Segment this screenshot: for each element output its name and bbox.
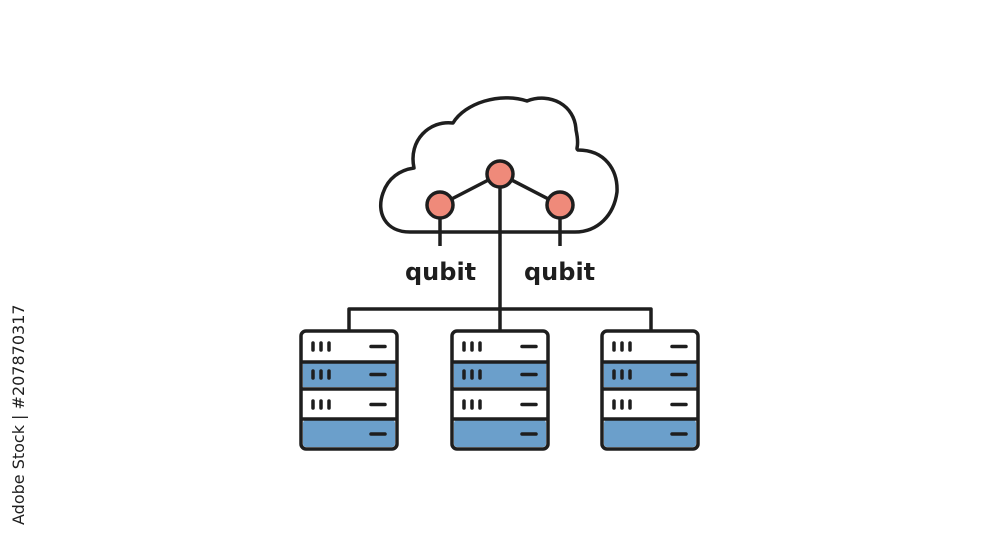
node-left [425, 190, 455, 220]
stock-watermark: Adobe Stock | #207870317 [9, 304, 28, 525]
server-rack-icon-center [450, 329, 550, 451]
qubit-label-right: qubit [524, 258, 596, 286]
node-right [545, 190, 575, 220]
server-bus [347, 307, 653, 330]
server-rack-icon-right [600, 329, 700, 451]
server-rack-icon-left [299, 329, 399, 451]
qubit-label-left: qubit [405, 258, 477, 286]
node-top [485, 159, 515, 189]
